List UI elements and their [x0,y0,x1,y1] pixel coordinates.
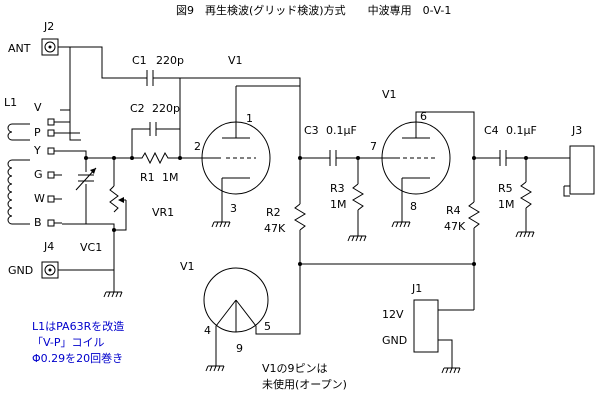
r5-value: 1M [498,198,515,211]
output-jack-j3-icon [564,145,595,195]
r1-value: 1M [162,171,179,184]
resistor-r1-icon [132,151,180,165]
ant-label: ANT [8,42,31,55]
socket-pin4: 4 [204,324,211,337]
coil-tap-y: Y [33,144,41,157]
jack-j2-label: J2 [43,20,54,33]
c4-label: C4 [484,124,499,137]
power-12v-label: 12V [382,308,404,321]
r2-value: 47K [264,222,286,235]
coil-tap-g: G [34,168,43,181]
ground-symbol-icon [205,365,225,372]
socket-label: V1 [180,260,195,273]
tube2-pin7: 7 [370,140,377,153]
power-connector-j1-icon [413,299,439,353]
tube-socket-icon [203,267,269,333]
tube1-pin2: 2 [194,140,201,153]
c4-value: 0.1μF [506,124,537,137]
coil-tap-w: W [34,192,45,205]
capacitor-c4-icon [499,150,507,166]
diagram-title: 図9 再生検波(グリッド検波)方式 中波専用 0-V-1 [176,3,451,17]
ground-symbol-icon [391,221,411,228]
capacitor-c2-icon [149,122,157,136]
variable-capacitor-vc1-icon [75,167,97,191]
resistor-r5-icon [520,181,532,209]
r3-value: 1M [330,198,347,211]
capacitor-c1-icon [146,70,154,86]
tube1-pin1: 1 [246,112,253,125]
socket-pin5: 5 [264,320,271,333]
c1-label: C1 [132,54,147,67]
r5-label: R5 [498,182,513,195]
variable-resistor-vr1-icon [109,185,127,231]
resistor-r4-icon [468,201,480,229]
r4-value: 47K [444,220,466,233]
coil-l1-icon [7,123,30,225]
c3-label: C3 [304,124,319,137]
r4-label: R4 [446,204,461,217]
coil-name: L1 [4,96,17,109]
c2-value: 220p [152,102,180,115]
capacitor-c3-icon [329,150,337,166]
vr1-label: VR1 [152,206,174,219]
pin9-note-line1: V1の9ピンは [262,362,328,375]
tube2-pin8: 8 [410,200,417,213]
coil-tap-p: P [34,126,41,139]
coil-tap-v: V [34,101,42,114]
tube1-pin3: 3 [230,202,237,215]
ground-symbol-icon [441,367,461,374]
ant-jack-icon [41,38,59,56]
c2-label: C2 [130,102,145,115]
ground-symbol-icon [103,291,123,298]
c3-value: 0.1μF [326,124,357,137]
power-gnd-label: GND [382,334,407,347]
coil-note-line1: L1はPA63Rを改造 [32,319,124,333]
pin9-note-line2: 未使用(オープン) [262,378,347,391]
ground-symbol-icon [515,231,535,238]
jack-j3-label: J3 [571,124,582,137]
gnd-label: GND [8,264,33,277]
r1-label: R1 [140,171,155,184]
resistor-r2-icon [294,203,306,231]
c1-value: 220p [156,54,184,67]
socket-pin9: 9 [236,342,243,355]
tube1-label: V1 [228,54,243,67]
resistor-r3-icon [352,183,364,211]
gnd-jack-icon [41,261,59,279]
tube2-pin6: 6 [420,110,427,123]
r2-label: R2 [266,206,281,219]
coil-note-line3: Φ0.29を20回巻き [32,352,123,365]
tube2-label: V1 [382,88,397,101]
coil-tap-b: B [34,216,42,229]
vc1-label: VC1 [80,241,102,254]
coil-terminals-icon [47,118,55,227]
jack-j4-label: J4 [43,240,54,253]
r3-label: R3 [330,182,345,195]
ground-symbol-icon [211,221,231,228]
ground-symbol-icon [347,235,367,242]
jack-j1-label: J1 [411,282,422,295]
coil-note-line2: 「V-P」コイル [32,336,104,349]
vacuum-tube-1-icon [201,94,271,210]
